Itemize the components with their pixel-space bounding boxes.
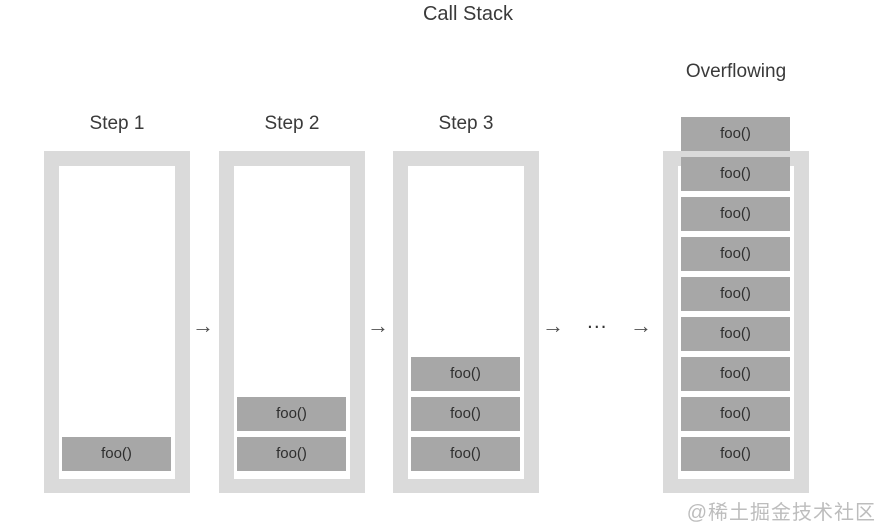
stack-blocks: foo(): [62, 437, 171, 471]
arrow-right-icon: →: [192, 313, 214, 338]
stack-blocks: foo() foo() foo() foo() foo() foo() foo() foo()…: [681, 117, 790, 471]
stack-label: Step 1: [89, 113, 145, 134]
stack-step-1: Step 1 foo(): [44, 113, 190, 493]
stack-label: Step 3: [438, 113, 494, 134]
arrow-right-icon: →: [630, 313, 652, 338]
stack-frame-block: foo(): [411, 357, 520, 391]
stack-frame-block: foo(): [681, 277, 790, 311]
ellipsis-text: ...: [587, 310, 608, 333]
stack-frame-block: foo(): [681, 237, 790, 271]
stack-step-3: Step 3 foo() foo() foo(): [393, 113, 539, 493]
stack-blocks: foo() foo(): [237, 397, 346, 471]
stack-frame-block: foo(): [681, 157, 790, 191]
stack-frame-block: foo(): [411, 397, 520, 431]
stack-label: Overflowing: [685, 61, 787, 82]
stack-overflowing: Overflowing foo()foo()foo()foo()foo()foo…: [663, 61, 809, 493]
stack-frame-block: foo(): [681, 317, 790, 351]
stack-frame-block: foo(): [681, 397, 790, 431]
diagram-title: Call Stack: [422, 3, 514, 25]
stack-frame-block: foo(): [681, 197, 790, 231]
stack-frame-block: foo(): [62, 437, 171, 471]
stack-frame-block: foo(): [681, 117, 790, 151]
watermark: @稀土掘金技术社区: [686, 502, 876, 524]
stack-frame-block: foo(): [681, 437, 790, 471]
stack-frame-block: foo(): [411, 437, 520, 471]
stack-frame-block: foo(): [681, 357, 790, 391]
arrow-right-icon: →: [367, 313, 389, 338]
arrow-right-icon: →: [542, 313, 564, 338]
stack-blocks: foo() foo() foo(): [411, 357, 520, 471]
stack-frame-block: foo(): [237, 397, 346, 431]
stack-label: Step 2: [264, 113, 320, 134]
stack-inner-area: [59, 166, 175, 479]
stack-step-2: Step 2 foo() foo(): [219, 113, 365, 493]
stack-frame-block: foo(): [237, 437, 346, 471]
